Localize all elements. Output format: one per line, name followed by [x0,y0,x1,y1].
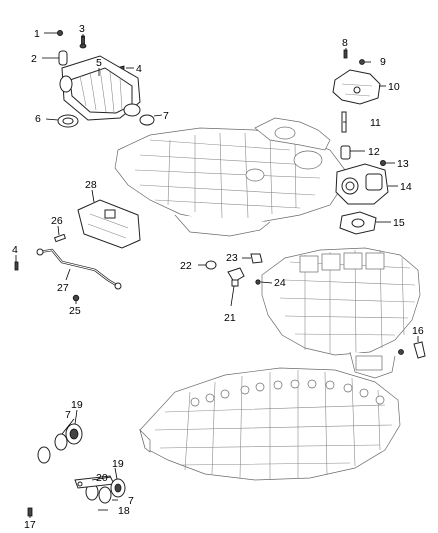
part-6-gasket [57,114,79,128]
part-8-bolt [343,49,348,59]
upper-engine-illustration [114,117,346,237]
part-7-seal-lower [98,486,112,504]
callout-19-right: 19 [112,458,124,470]
middle-engine-illustration [261,247,421,379]
part-28-bracket [77,199,141,249]
callout-7-lower: 7 [128,495,134,507]
callout-2: 2 [31,53,37,65]
part-1-bolt [57,29,64,36]
part-13-bolt [379,159,386,166]
callout-25: 25 [69,305,81,317]
callout-8: 8 [342,37,348,49]
part-25-bolt [72,294,80,302]
callout-7-upper: 7 [163,110,169,122]
callout-1: 1 [34,28,40,40]
part-7-seal-middle [54,433,68,451]
part-24-bolt [255,279,261,285]
part-12-spacer [340,145,351,160]
part-15-gasket [339,211,377,235]
callout-26: 26 [51,215,63,227]
callout-9: 9 [380,56,386,68]
part-19-fitting-left [65,423,83,445]
callout-14: 14 [400,181,412,193]
callout-labels: 1 2 3 4 4 5 6 7 7 7 8 9 10 11 12 13 14 1… [12,23,424,531]
callout-15: 15 [393,217,405,229]
part-2-stud [58,50,68,66]
callout-12: 12 [368,146,380,158]
cylinder-head-illustration [139,367,401,481]
part-4-bolt-left [14,261,19,271]
leader-lines [15,32,419,518]
part-16-sensor [398,341,426,359]
callout-6: 6 [35,113,41,125]
callout-13: 13 [397,158,409,170]
part-26-stud [53,233,67,243]
callout-5: 5 [96,57,102,69]
callout-18: 18 [118,505,130,517]
callout-24: 24 [274,277,286,289]
part-10-heat-shield [332,69,381,105]
callout-4-upper: 4 [136,63,142,75]
callout-11: 11 [370,117,381,129]
callout-21: 21 [224,312,236,324]
part-23-fitting [250,253,263,264]
callout-4-left: 4 [12,244,18,256]
part-5-egr-cooler [59,55,141,121]
callout-19-left: 19 [71,399,83,411]
callout-10: 10 [388,81,400,93]
callout-23: 23 [226,252,238,264]
callout-27: 27 [57,282,69,294]
part-19-fitting-right [110,478,126,498]
callout-17: 17 [24,519,36,531]
part-17-bolt [27,507,33,517]
part-21-sensor [227,267,245,287]
part-9-bolt [359,59,365,65]
part-22-oring [205,260,217,270]
part-7-seal-upper [139,114,155,126]
callout-20: 20 [96,472,108,484]
part-14-egr-valve [335,163,389,205]
part-27-tube [36,248,122,290]
part-18-coolant-tube [13,446,99,508]
callout-28: 28 [85,179,97,191]
callout-16: 16 [412,325,424,337]
callout-22: 22 [180,260,192,272]
callout-7-middle: 7 [65,409,71,421]
callout-3: 3 [79,23,85,35]
